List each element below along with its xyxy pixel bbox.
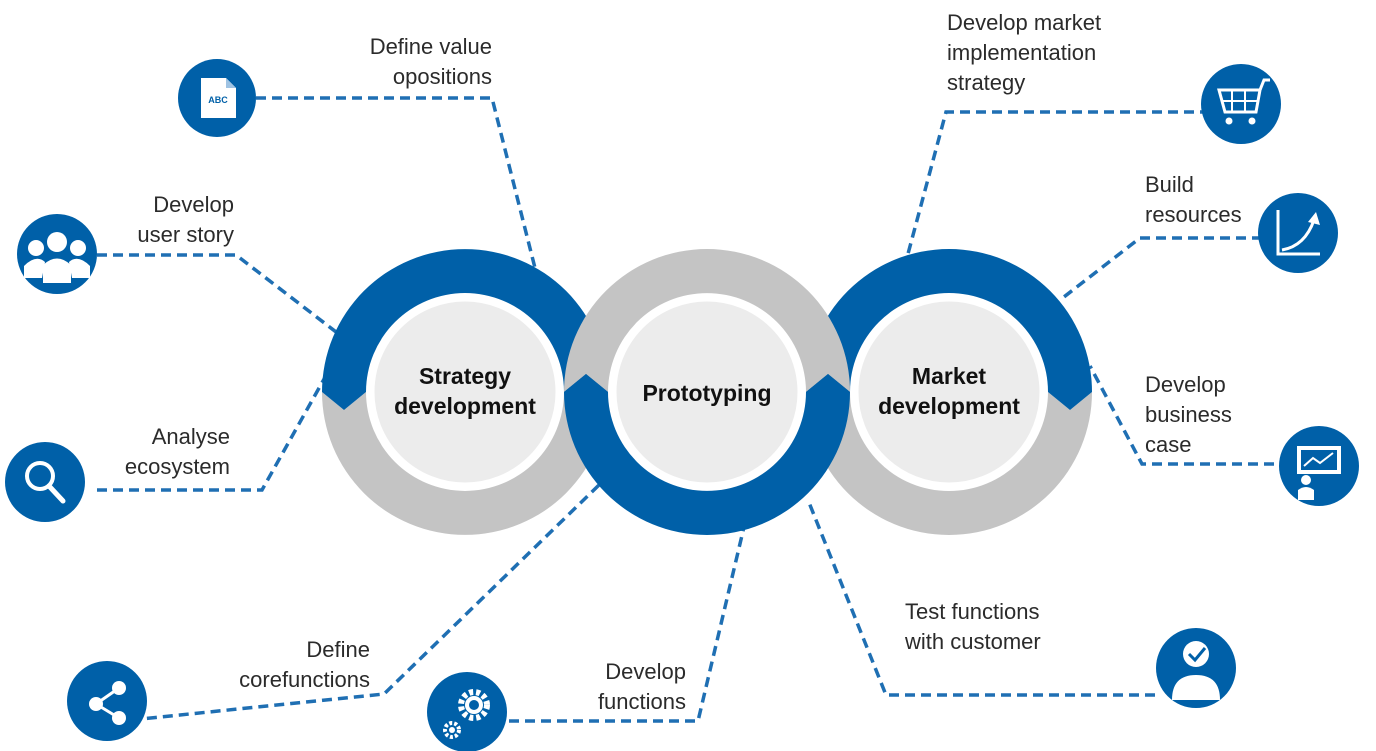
stage-title-strategy-line-1: Strategy xyxy=(418,363,512,389)
step-label-ecosystem-line-1: Analyse xyxy=(151,424,230,449)
step-label-business-case-line-2: business xyxy=(1145,402,1232,427)
step-label-user-story-line-2: user story xyxy=(137,222,234,247)
stage-title-strategy: Strategy development xyxy=(385,361,545,421)
stage-title-market-line-2: development xyxy=(878,393,1020,419)
step-label-define-value: Define value opositions xyxy=(300,32,492,92)
step-label-market-strategy-line-2: implementation xyxy=(947,40,1097,65)
stage-title-prototyping-line-1: Prototyping xyxy=(642,380,772,406)
connector-test-functions xyxy=(806,499,1155,697)
step-label-build-resources-line-1: Build xyxy=(1145,172,1194,197)
stage-title-strategy-line-2: development xyxy=(394,393,536,419)
share-icon xyxy=(67,661,147,741)
step-label-market-strategy-line-3: strategy xyxy=(947,70,1026,95)
document-abc-text: ABC xyxy=(208,95,228,105)
connector-business-case xyxy=(1088,365,1290,466)
connector-corefunctions xyxy=(130,482,602,722)
strategy-ring-gray xyxy=(322,392,608,535)
icons: ABC xyxy=(5,59,1359,751)
magnifier-icon xyxy=(5,442,85,522)
step-label-develop-functions-line-2: functions xyxy=(597,689,686,714)
growth-chart-icon xyxy=(1258,193,1338,273)
connector-define-value xyxy=(256,96,537,269)
step-label-ecosystem: Analyse ecosystem xyxy=(100,422,230,482)
user-check-icon xyxy=(1156,628,1236,708)
connector-ecosystem xyxy=(97,371,330,492)
step-label-business-case-line-3: case xyxy=(1145,432,1192,457)
step-label-market-strategy: Develop market implementation strategy xyxy=(947,8,1147,98)
step-label-build-resources-line-2: resources xyxy=(1145,202,1242,227)
stage-title-market: Market development xyxy=(869,361,1029,421)
prototyping-ring-gray xyxy=(564,249,850,392)
stage-title-market-line-1: Market xyxy=(911,363,987,389)
step-label-define-value-line-2: opositions xyxy=(392,64,492,89)
strategy-ring-blue xyxy=(322,249,608,410)
step-label-define-value-line-1: Define value xyxy=(369,34,492,59)
connector-user-story xyxy=(97,253,342,337)
step-label-ecosystem-line-2: ecosystem xyxy=(124,454,230,479)
market-ring-gray xyxy=(806,392,1092,535)
document-abc-icon: ABC xyxy=(178,59,256,137)
connector-market-strategy xyxy=(903,110,1210,266)
prototyping-ring-blue xyxy=(564,374,850,535)
connector-build-resources xyxy=(1058,236,1262,302)
step-label-business-case-line-1: Develop xyxy=(1145,372,1226,397)
step-label-corefunctions-line-2: corefunctions xyxy=(239,667,370,692)
stage-title-prototyping: Prototyping xyxy=(617,378,797,408)
step-label-market-strategy-line-1: Develop market xyxy=(947,10,1102,35)
step-label-user-story-line-1: Develop xyxy=(153,192,234,217)
stage-rings xyxy=(322,249,1092,535)
step-label-corefunctions-line-1: Define xyxy=(306,637,370,662)
step-label-corefunctions: Define corefunctions xyxy=(190,635,370,695)
step-label-test-functions-line-1: Test functions xyxy=(905,599,1040,624)
market-ring-blue xyxy=(806,249,1092,410)
shopping-cart-icon xyxy=(1201,64,1281,144)
step-label-build-resources: Build resources xyxy=(1145,170,1265,230)
presentation-chart-icon xyxy=(1279,426,1359,506)
step-label-business-case: Develop business case xyxy=(1145,370,1275,460)
people-group-icon xyxy=(17,214,97,294)
gears-icon xyxy=(427,672,507,751)
step-label-test-functions-line-2: with customer xyxy=(905,629,1041,654)
step-label-develop-functions-line-1: Develop xyxy=(605,659,686,684)
step-label-user-story: Develop user story xyxy=(100,190,234,250)
market-inner-disc xyxy=(853,296,1045,488)
connector-lines xyxy=(97,96,1290,723)
step-label-test-functions: Test functions with customer xyxy=(905,597,1095,657)
strategy-inner-disc xyxy=(369,296,561,488)
prototyping-inner-disc xyxy=(611,296,803,488)
step-label-develop-functions: Develop functions xyxy=(540,657,686,717)
